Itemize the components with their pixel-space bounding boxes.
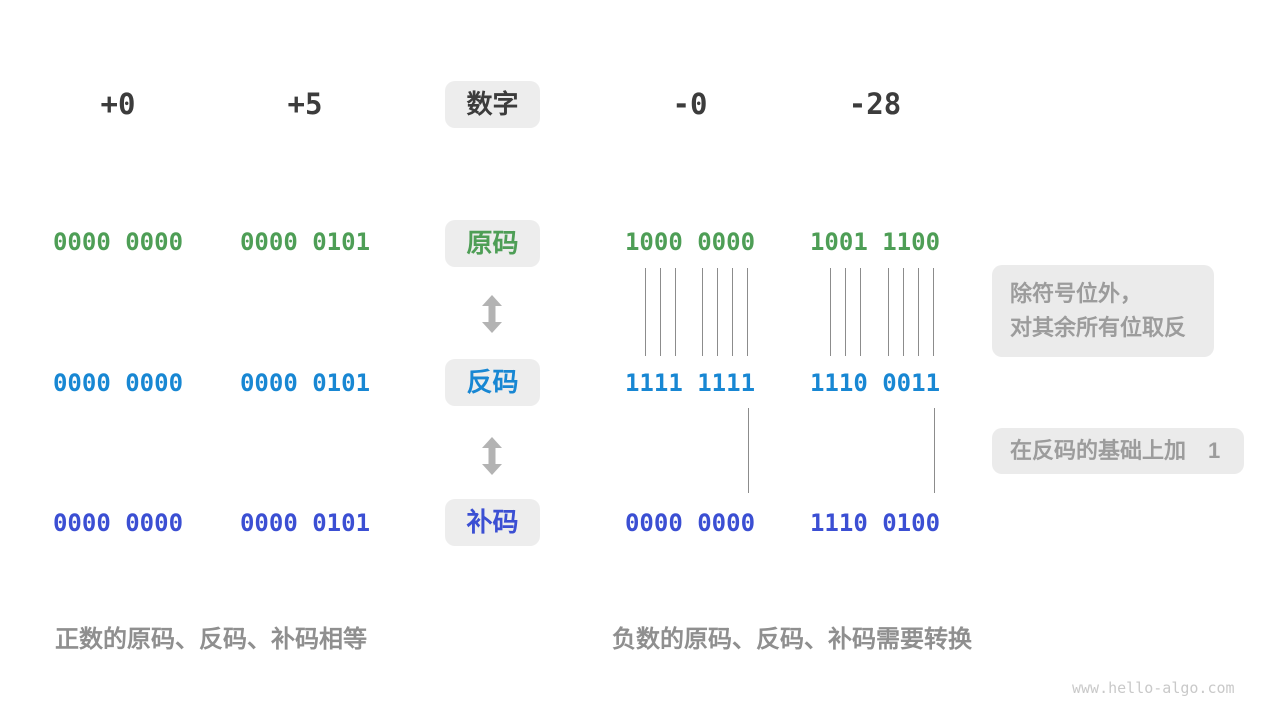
sign-magnitude-badge: 原码	[445, 220, 540, 267]
bit-flip-line	[903, 268, 904, 356]
header-minus-zero: -0	[672, 87, 708, 121]
bit-flip-line	[675, 268, 676, 356]
ones-complement-value: 1111 1111	[624, 369, 756, 397]
sign-magnitude-value: 0000 0101	[239, 228, 371, 256]
add-one-line	[934, 408, 935, 493]
twos-complement-value: 0000 0000	[624, 509, 756, 537]
bit-flip-line	[702, 268, 703, 356]
header-minus-28: -28	[848, 87, 902, 121]
ones-complement-value: 0000 0000	[52, 369, 184, 397]
sign-magnitude-value: 0000 0000	[52, 228, 184, 256]
twos-complement-value: 0000 0000	[52, 509, 184, 537]
bit-flip-line	[732, 268, 733, 356]
header-plus-zero: +0	[100, 87, 136, 121]
bit-flip-line	[747, 268, 748, 356]
number-badge: 数字	[445, 81, 540, 128]
watermark: www.hello-algo.com	[1072, 679, 1235, 697]
twos-complement-value: 1110 0100	[809, 509, 941, 537]
header-plus-five: +5	[287, 87, 323, 121]
bit-flip-line	[830, 268, 831, 356]
bit-flip-line	[933, 268, 934, 356]
up-down-arrow-icon	[481, 295, 503, 333]
bit-flip-line	[888, 268, 889, 356]
negative-caption: 负数的原码、反码、补码需要转换	[612, 626, 972, 653]
twos-complement-badge: 补码	[445, 499, 540, 546]
flip-bits-note-line1: 除符号位外，	[1010, 281, 1143, 306]
bit-flip-line	[717, 268, 718, 356]
ones-complement-badge: 反码	[445, 359, 540, 406]
add-one-line	[748, 408, 749, 493]
flip-bits-note-line2: 对其余所有位取反	[1010, 315, 1187, 341]
add-one-note: 在反码的基础上加 1	[992, 428, 1244, 474]
up-down-arrow-icon	[481, 437, 503, 475]
ones-complement-value: 1110 0011	[809, 369, 941, 397]
bit-flip-line	[845, 268, 846, 356]
bit-flip-line	[660, 268, 661, 356]
bit-flip-line	[860, 268, 861, 356]
twos-complement-value: 0000 0101	[239, 509, 371, 537]
sign-magnitude-value: 1000 0000	[624, 228, 756, 256]
bit-flip-line	[645, 268, 646, 356]
flip-bits-note: 除符号位外， 对其余所有位取反	[992, 265, 1214, 357]
positive-caption: 正数的原码、反码、补码相等	[55, 626, 367, 653]
ones-complement-value: 0000 0101	[239, 369, 371, 397]
bit-flip-line	[918, 268, 919, 356]
sign-magnitude-value: 1001 1100	[809, 228, 941, 256]
